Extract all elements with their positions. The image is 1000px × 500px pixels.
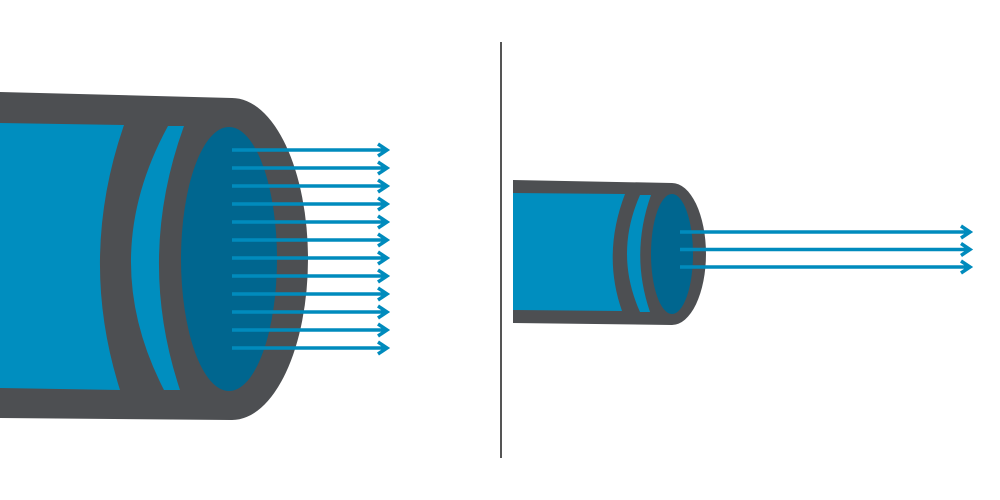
light-ray-arrow <box>680 259 974 275</box>
large-cable-face <box>181 127 277 391</box>
light-ray-arrow <box>232 304 391 320</box>
small-cable-arrows <box>680 224 974 275</box>
light-ray-arrow <box>232 340 391 356</box>
light-ray-arrow <box>232 142 391 158</box>
light-ray-arrow <box>680 224 974 240</box>
light-ray-arrow <box>232 178 391 194</box>
large-cable <box>0 92 391 420</box>
light-ray-arrow <box>232 160 391 176</box>
light-ray-arrow <box>232 250 391 266</box>
light-ray-arrow <box>232 232 391 248</box>
light-ray-arrow <box>680 242 974 257</box>
small-cable-inner-ring <box>627 195 651 312</box>
large-cable-inner-ring <box>130 126 184 390</box>
small-cable-core <box>513 193 625 311</box>
large-cable-arrows <box>232 142 391 356</box>
large-cable-core <box>0 123 124 390</box>
light-ray-arrow <box>232 286 391 302</box>
small-cable <box>513 180 974 325</box>
light-ray-arrow <box>232 322 391 338</box>
light-ray-arrow <box>232 268 391 284</box>
small-cable-face <box>651 194 693 314</box>
light-ray-arrow <box>232 214 391 230</box>
light-ray-arrow <box>232 196 391 212</box>
